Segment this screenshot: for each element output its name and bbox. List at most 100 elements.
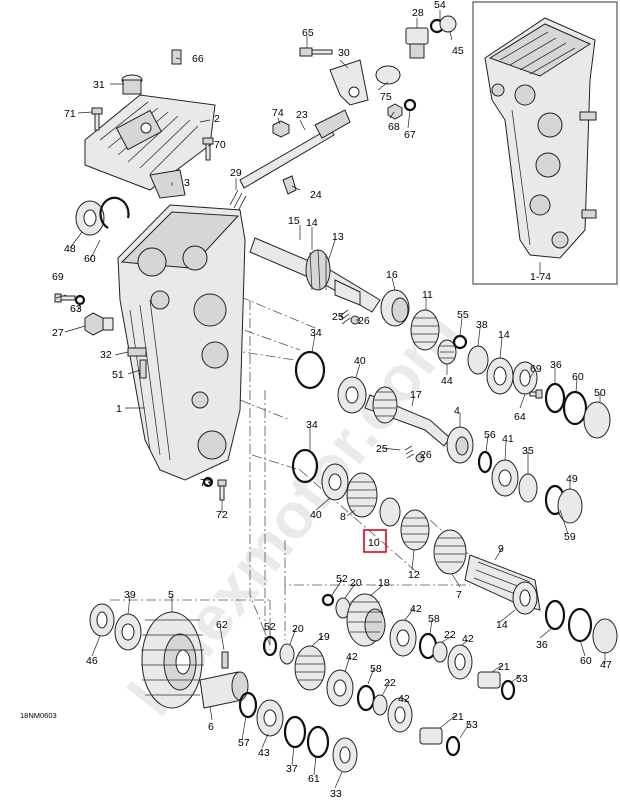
callout-24: 24 — [310, 189, 322, 201]
circlip-part-57 — [238, 691, 258, 719]
callout-22: 22 — [444, 629, 456, 641]
bolt-part-71 — [91, 107, 103, 131]
callout-32: 32 — [100, 349, 112, 361]
gear-part-11 — [410, 309, 440, 351]
callout-42: 42 — [410, 603, 422, 615]
bearing-part-40b — [321, 463, 349, 501]
callout-74: 74 — [272, 107, 284, 119]
cover-part-50 — [583, 401, 611, 439]
callout-53: 53 — [466, 719, 478, 731]
callout-5: 5 — [168, 589, 174, 601]
input-shaft-part-13 — [249, 237, 381, 313]
callout-60: 60 — [572, 371, 584, 383]
callout-52: 52 — [336, 573, 348, 585]
callout-57: 57 — [238, 737, 250, 749]
bearing-part-14b — [486, 357, 514, 395]
callout-14: 14 — [496, 619, 508, 631]
bracket-part-30 — [329, 59, 369, 106]
callout-3: 3 — [184, 177, 190, 189]
seal-part-33 — [332, 737, 358, 773]
oring-part-53a — [500, 679, 516, 701]
callout-20: 20 — [350, 577, 362, 589]
callout-1-74: 1-74 — [530, 271, 551, 283]
cover-part-49 — [557, 488, 583, 524]
callout-67: 67 — [404, 129, 416, 141]
callout-15: 15 — [288, 215, 300, 227]
callout-19: 19 — [318, 631, 330, 643]
callout-2: 2 — [214, 113, 220, 125]
callout-72: 72 — [216, 509, 228, 521]
collar-part-4 — [446, 426, 474, 464]
callout-4: 4 — [454, 405, 460, 417]
gear-part-19 — [294, 645, 326, 691]
assembled-transmission-image — [484, 17, 597, 259]
bearing-part-42b — [447, 644, 473, 680]
ring-part-36a — [544, 382, 566, 414]
top-cover-part-2 — [84, 94, 216, 191]
seal-part-48 — [75, 200, 105, 236]
washer-part-45 — [439, 15, 457, 33]
circlip-part-60c — [567, 607, 593, 643]
spring-part-25a — [339, 309, 351, 325]
seal-part-46 — [89, 603, 115, 637]
bearing-part-39 — [114, 613, 142, 651]
bearing-part-41 — [491, 459, 519, 497]
callout-42: 42 — [462, 633, 474, 645]
callout-39: 39 — [124, 589, 136, 601]
callout-51: 51 — [112, 369, 124, 381]
callout-58: 58 — [370, 663, 382, 675]
callout-9: 9 — [498, 543, 504, 555]
callout-27: 27 — [52, 327, 64, 339]
bearing-part-40a — [337, 376, 367, 414]
spacer-part-38 — [467, 345, 489, 375]
bolt-part-69 — [54, 293, 76, 303]
oring-part-52a — [321, 593, 335, 607]
gear-part-16 — [380, 289, 410, 327]
bearing-part-42a — [389, 619, 417, 657]
callout-12: 12 — [408, 569, 420, 581]
callout-55: 55 — [457, 309, 469, 321]
callout-28: 28 — [412, 7, 424, 19]
callout-31: 31 — [93, 79, 105, 91]
washer-part-20b — [279, 643, 295, 665]
bushing-part-10 — [379, 497, 401, 527]
stud-part-51 — [139, 359, 147, 379]
callout-69: 69 — [530, 363, 542, 375]
bolt-part-69b — [529, 389, 543, 399]
callout-46: 46 — [86, 655, 98, 667]
callout-63: 63 — [70, 303, 82, 315]
callout-53: 53 — [516, 673, 528, 685]
callout-66: 66 — [192, 53, 204, 65]
bushing-part-75 — [375, 65, 401, 85]
callout-71: 71 — [64, 108, 76, 120]
callout-34: 34 — [310, 327, 322, 339]
callout-14: 14 — [306, 217, 318, 229]
bearing-part-14c — [512, 581, 538, 615]
callout-21: 21 — [452, 711, 464, 723]
callout-1: 1 — [116, 403, 122, 415]
assembly-inset-frame — [472, 1, 618, 285]
callout-54: 54 — [434, 0, 446, 11]
callout-21: 21 — [498, 661, 510, 673]
spacer-part-35 — [518, 473, 538, 503]
callout-60: 60 — [580, 655, 592, 667]
callout-25: 25 — [332, 311, 344, 323]
main-housing-part-1 — [117, 204, 246, 481]
callout-65: 65 — [302, 27, 314, 39]
sensor-part-28 — [405, 27, 429, 59]
callout-36: 36 — [536, 639, 548, 651]
callout-56: 56 — [484, 429, 496, 441]
callout-64: 64 — [514, 411, 526, 423]
gear-part-7 — [433, 529, 467, 575]
cap-part-21b — [419, 727, 443, 745]
callout-20: 20 — [292, 623, 304, 635]
callout-7: 7 — [456, 589, 462, 601]
callout-48: 48 — [64, 243, 76, 255]
callout-73: 73 — [200, 477, 212, 489]
shift-rod-part-23 — [239, 109, 351, 189]
ring-part-22b — [372, 694, 388, 716]
callout-45: 45 — [452, 45, 464, 57]
callout-8: 8 — [340, 511, 346, 523]
callout-29: 29 — [230, 167, 242, 179]
